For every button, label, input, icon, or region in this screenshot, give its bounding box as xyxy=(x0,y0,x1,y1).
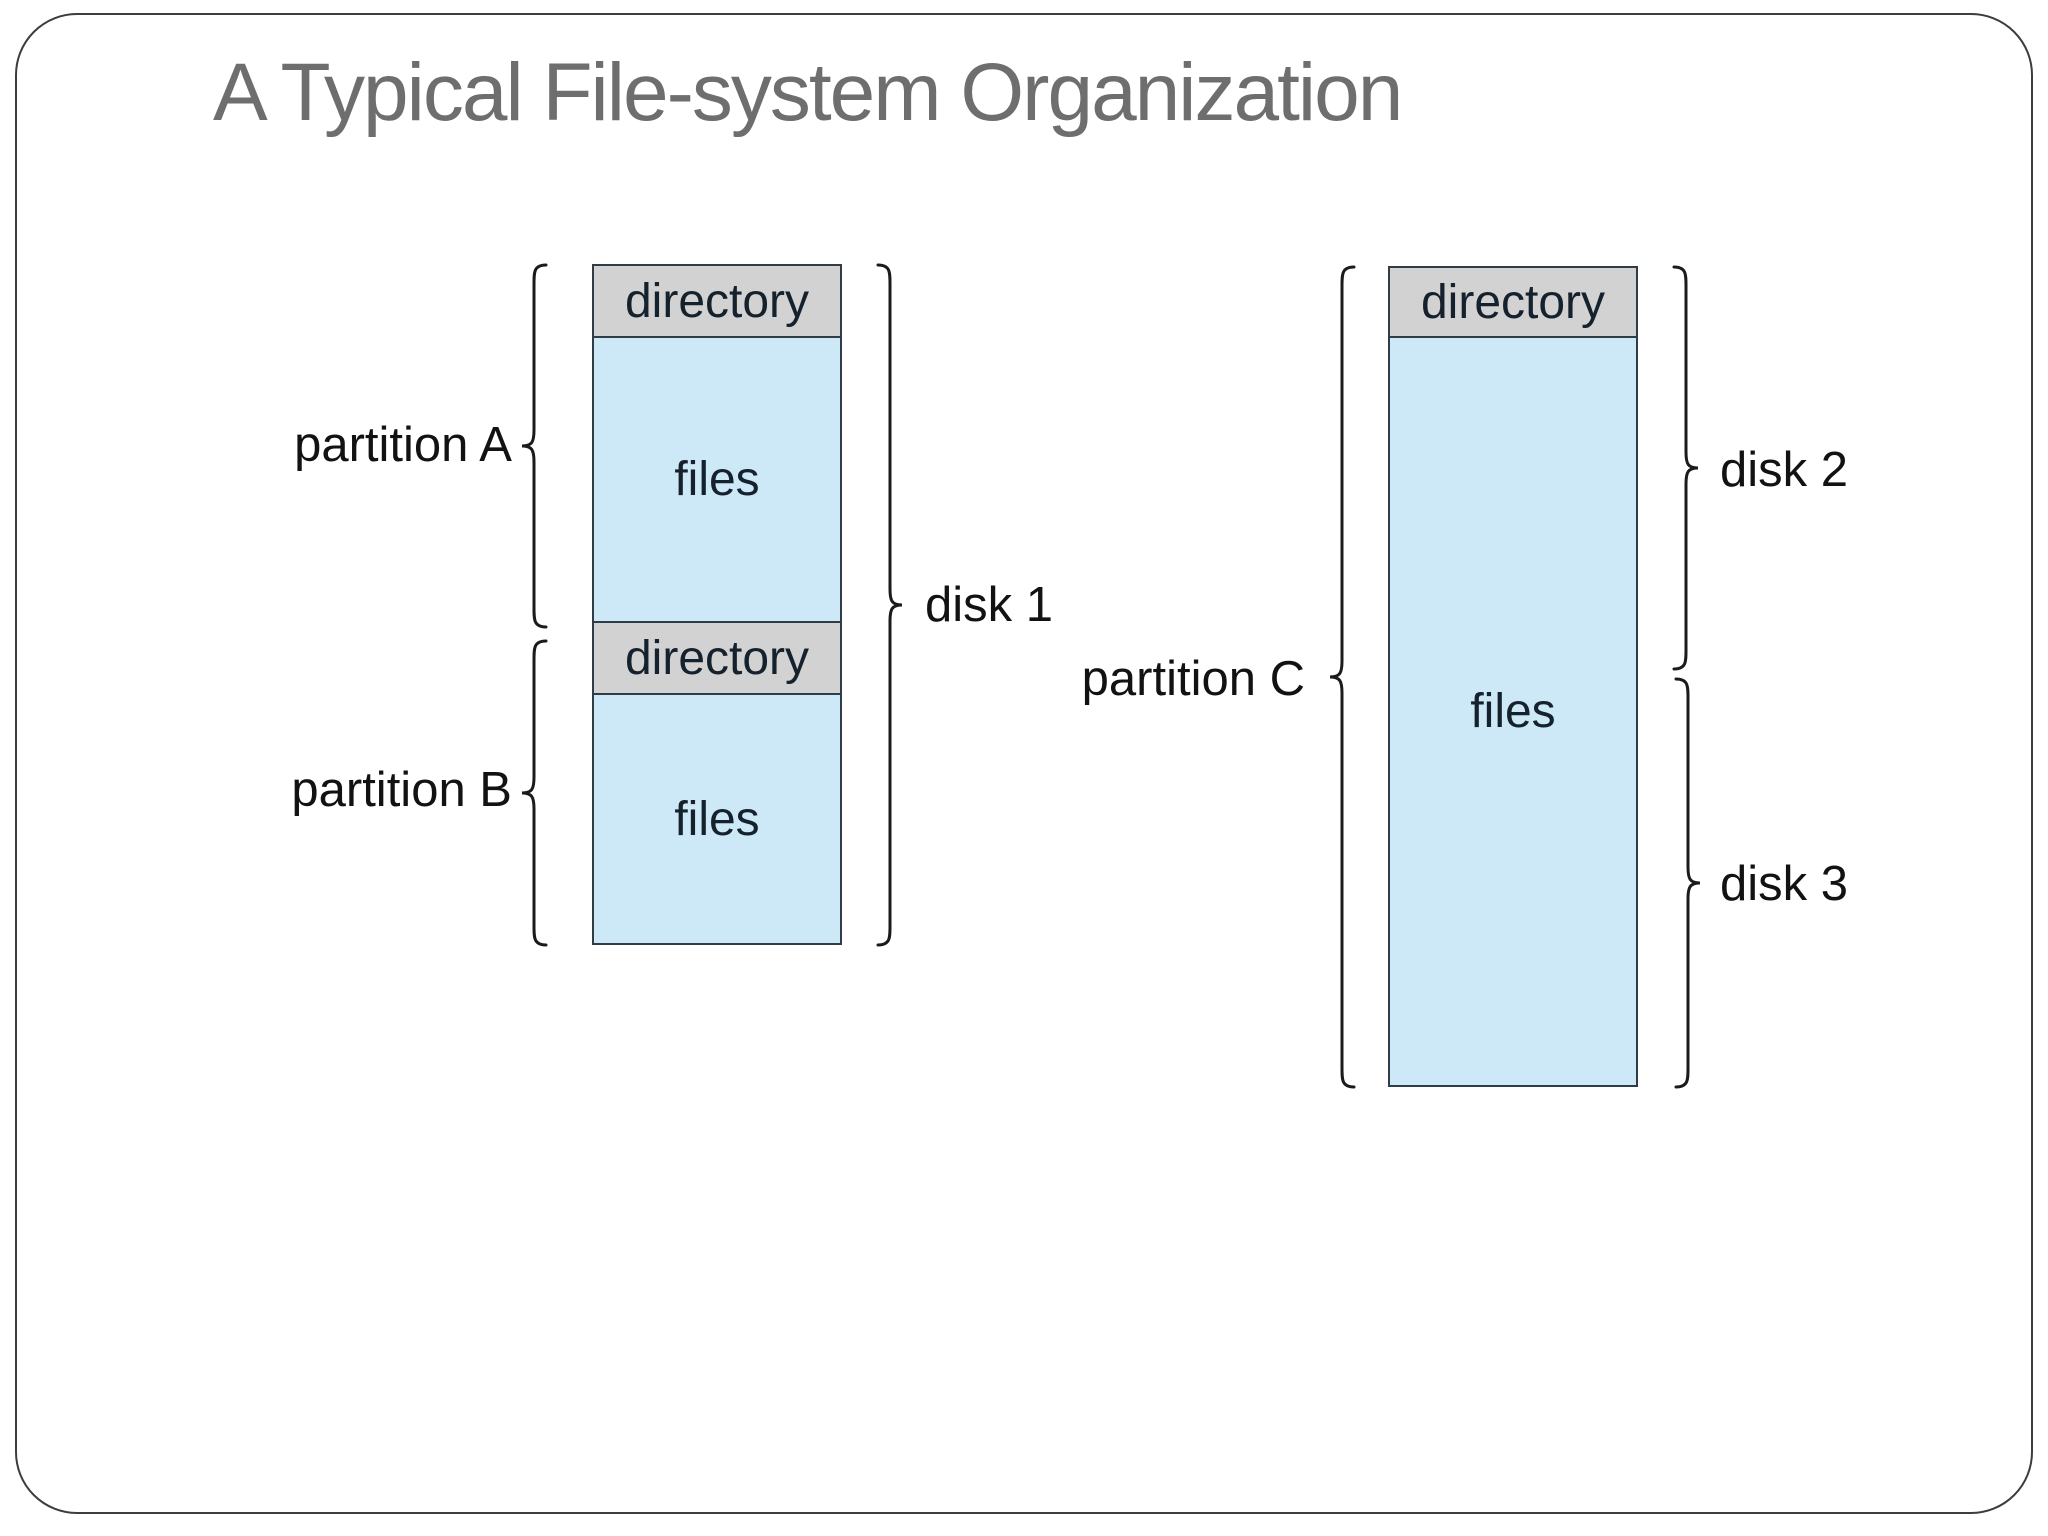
partition-a-label: partition A xyxy=(294,418,512,472)
disk-3-label: disk 3 xyxy=(1720,857,1849,911)
directory-label: directory xyxy=(624,631,810,685)
partition-b-files-segment: files xyxy=(594,695,840,943)
partition-a-directory-segment: directory xyxy=(594,266,840,338)
partition-c-files-segment: files xyxy=(1390,338,1636,1085)
disk-1-brace xyxy=(876,263,903,947)
disk-2-label: disk 2 xyxy=(1720,443,1849,497)
partition-a-brace xyxy=(521,263,548,629)
disk23-column: directory files xyxy=(1388,266,1638,1087)
directory-label: directory xyxy=(624,274,810,328)
partition-c-label: partition C xyxy=(1081,652,1305,706)
partition-a-files-segment: files xyxy=(594,338,840,623)
files-label: files xyxy=(674,792,760,846)
partition-b-label: partition B xyxy=(291,763,512,817)
slide-rounded-border xyxy=(15,13,2033,1514)
disk1-column: directory files directory files xyxy=(592,264,842,945)
partition-c-directory-segment: directory xyxy=(1390,268,1636,338)
disk-3-brace xyxy=(1674,677,1701,1089)
files-label: files xyxy=(1470,685,1556,738)
disk-1-label: disk 1 xyxy=(925,578,1054,632)
directory-label: directory xyxy=(1420,275,1606,329)
partition-c-brace xyxy=(1329,265,1356,1089)
slide-title: A Typical File-system Organization xyxy=(213,47,1403,138)
partition-b-directory-segment: directory xyxy=(594,623,840,695)
partition-b-brace xyxy=(521,639,548,947)
disk-2-brace xyxy=(1672,265,1699,671)
files-label: files xyxy=(674,453,760,506)
